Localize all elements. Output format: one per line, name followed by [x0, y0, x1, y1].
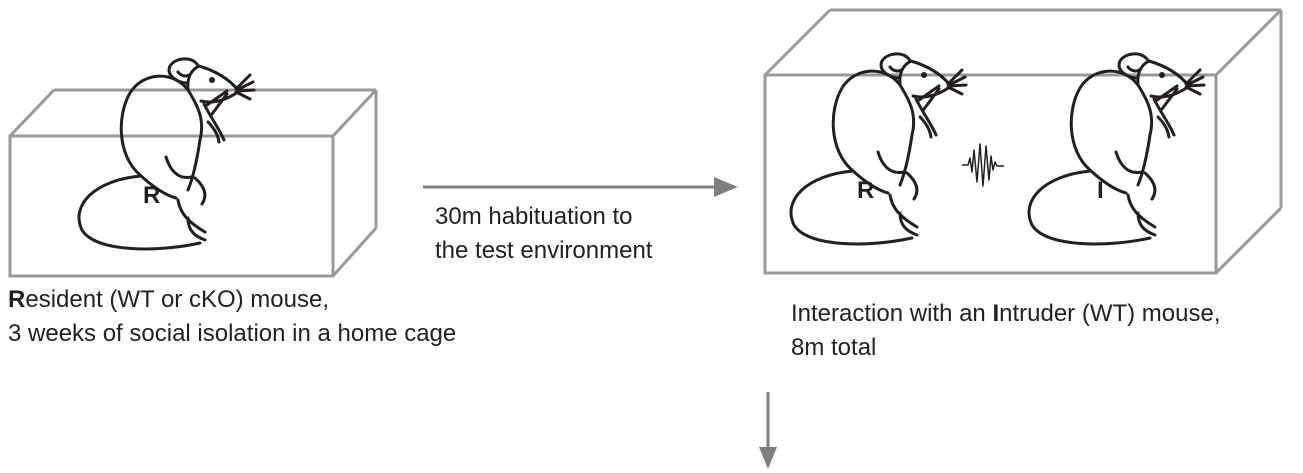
resident-mouse-label: R [143, 182, 160, 209]
resident-label-test: R [857, 177, 874, 204]
test-environment-box [763, 8, 1283, 275]
habituation-arrow [423, 177, 738, 197]
resident-caption: Resident (WT or cKO) mouse, 3 weeks of s… [8, 283, 456, 351]
interaction-caption-post: ntruder (WT) mouse, [999, 300, 1221, 327]
habituation-caption: 30m habituation to the test environment [435, 200, 652, 268]
resident-initial: R [8, 286, 26, 313]
resident-caption-line1: esident (WT or cKO) mouse, [25, 286, 329, 313]
resident-caption-line2: 3 weeks of social isolation in a home ca… [8, 320, 457, 347]
resident-mouse-icon [77, 57, 256, 251]
resident-mouse-icon-test [789, 52, 968, 246]
intruder-mouse-icon [1027, 52, 1206, 246]
intruder-label: I [1097, 177, 1104, 204]
interaction-caption: Interaction with an Intruder (WT) mouse,… [791, 297, 1221, 365]
interaction-caption-pre: Interaction with an [791, 300, 993, 327]
home-cage-box [8, 88, 378, 278]
habituation-caption-line1: 30m habituation to [435, 203, 633, 230]
vocalization-icon [962, 143, 1004, 187]
intruder-initial: I [992, 300, 1000, 327]
habituation-caption-line2: the test environment [435, 237, 653, 264]
interaction-caption-line2: 8m total [791, 334, 877, 361]
next-step-arrow [759, 392, 777, 469]
